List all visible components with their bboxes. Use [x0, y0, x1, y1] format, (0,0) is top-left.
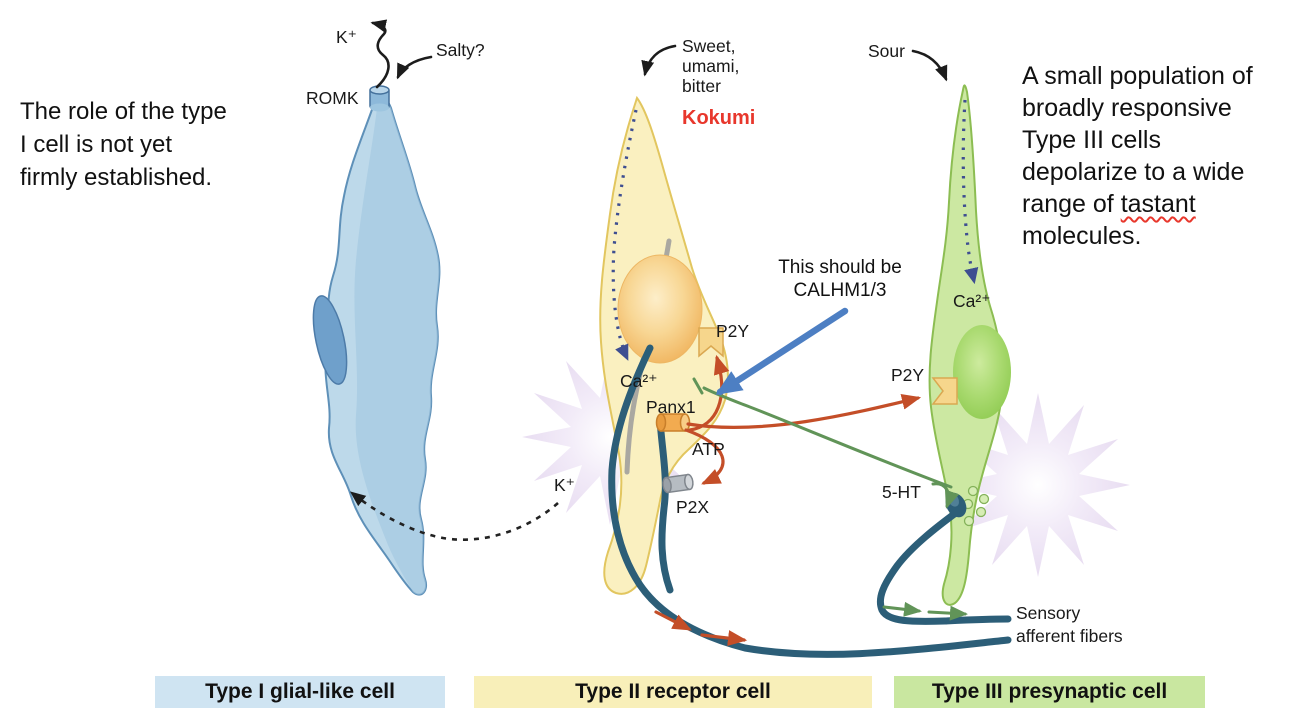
- panx1-label: Panx1: [646, 397, 696, 417]
- atp-to-p2y-typeIII-arrow: [686, 393, 922, 430]
- legend-type-iii-label: Type III presynaptic cell: [931, 680, 1168, 703]
- fiber-signal-green-arrow-1: [882, 601, 922, 617]
- sensory-afferent-fibers-label: Sensory afferent fibers: [1016, 603, 1123, 646]
- p2x-label: P2X: [676, 497, 710, 517]
- romk-channel: [369, 85, 390, 112]
- synapse-starburst-typeII: [522, 349, 698, 525]
- fiber-signal-red-arrow-2: [700, 630, 748, 647]
- calhm-callout-arrow: [715, 307, 849, 396]
- calhm-callout-text: This should be CALHM1/3: [778, 257, 902, 301]
- sour-label: Sour: [868, 41, 905, 61]
- stimulus-arrows: [349, 19, 948, 541]
- type-iii-note: A small population of broadly responsive…: [1022, 60, 1302, 252]
- afferent-fiber-typeII-right: [656, 416, 674, 594]
- kokumi-label: Kokumi: [682, 107, 756, 129]
- ca-typeIII-label: Ca²⁺: [953, 291, 991, 311]
- atp-label: ATP: [692, 439, 725, 459]
- atp-to-p2y-typeII-arrow: [688, 354, 730, 432]
- type-iii-cell: [928, 84, 1011, 606]
- legend-type-i: Type I glial-like cell: [155, 676, 445, 708]
- legend-type-ii: Type II receptor cell: [474, 676, 872, 708]
- misspelled-word: tastant: [1120, 190, 1196, 218]
- serotonin-release-arrow: [931, 482, 960, 509]
- serotonin-signaling: [692, 377, 968, 621]
- type-iii-nucleus: [953, 325, 1011, 419]
- fiber-signal-green-arrow-2: [927, 605, 968, 621]
- p2y-receptor-typeIII: [931, 377, 958, 405]
- p2x-receptor-channel: [662, 473, 694, 494]
- type-i-cell: [312, 95, 441, 596]
- legend-type-iii: Type III presynaptic cell: [894, 676, 1205, 708]
- type-i-note: The role of the type I cell is not yet f…: [20, 98, 227, 191]
- k-plus-lower-label: K⁺: [554, 475, 575, 495]
- salty-arrow: [396, 55, 433, 80]
- type-iii-note-text-end: molecules.: [1022, 222, 1142, 250]
- sour-arrow: [911, 49, 948, 82]
- k-to-typeI-dashed-arrow: [349, 491, 559, 541]
- serotonin-vesicles: [962, 485, 990, 527]
- sweet-umami-bitter-label: Sweet, umami, bitter: [682, 36, 740, 96]
- sweet-umami-bitter-arrow: [641, 44, 677, 77]
- serotonin-inhibition-tbar: [692, 377, 704, 395]
- p2y-typeIII-label: P2Y: [891, 365, 925, 385]
- ca-typeII-label: Ca²⁺: [620, 371, 658, 391]
- atp-signaling-arrows: [654, 354, 922, 647]
- panx1-channel: [655, 413, 691, 432]
- k-efflux-wavy-arrow: [370, 19, 390, 89]
- serotonin-label: 5-HT: [882, 482, 921, 502]
- type-ii-nucleus: [617, 254, 703, 364]
- atp-to-p2x-arrow: [684, 428, 725, 485]
- type-i-nucleus: [312, 295, 348, 385]
- p2y-receptor-typeII: [698, 327, 724, 358]
- type-iii-note-text: A small population of broadly responsive…: [1022, 62, 1253, 218]
- fiber-signal-red-arrow-1: [654, 610, 692, 631]
- romk-label: ROMK: [306, 88, 359, 108]
- legend-type-ii-label: Type II receptor cell: [575, 680, 771, 703]
- p2y-typeII-label: P2Y: [716, 321, 750, 341]
- afferent-fiber-typeIII: [876, 508, 1012, 625]
- synapse-starburst-typeIII: [946, 393, 1130, 577]
- salty-label: Salty?: [436, 40, 485, 60]
- type-ii-depolarization-dashed-arrow: [611, 109, 638, 361]
- afferent-fiber-typeII-left: [608, 344, 1012, 658]
- serotonin-inhibition-line: [702, 386, 953, 489]
- legend-type-i-label: Type I glial-like cell: [205, 680, 395, 703]
- k-plus-top-label: K⁺: [336, 27, 357, 47]
